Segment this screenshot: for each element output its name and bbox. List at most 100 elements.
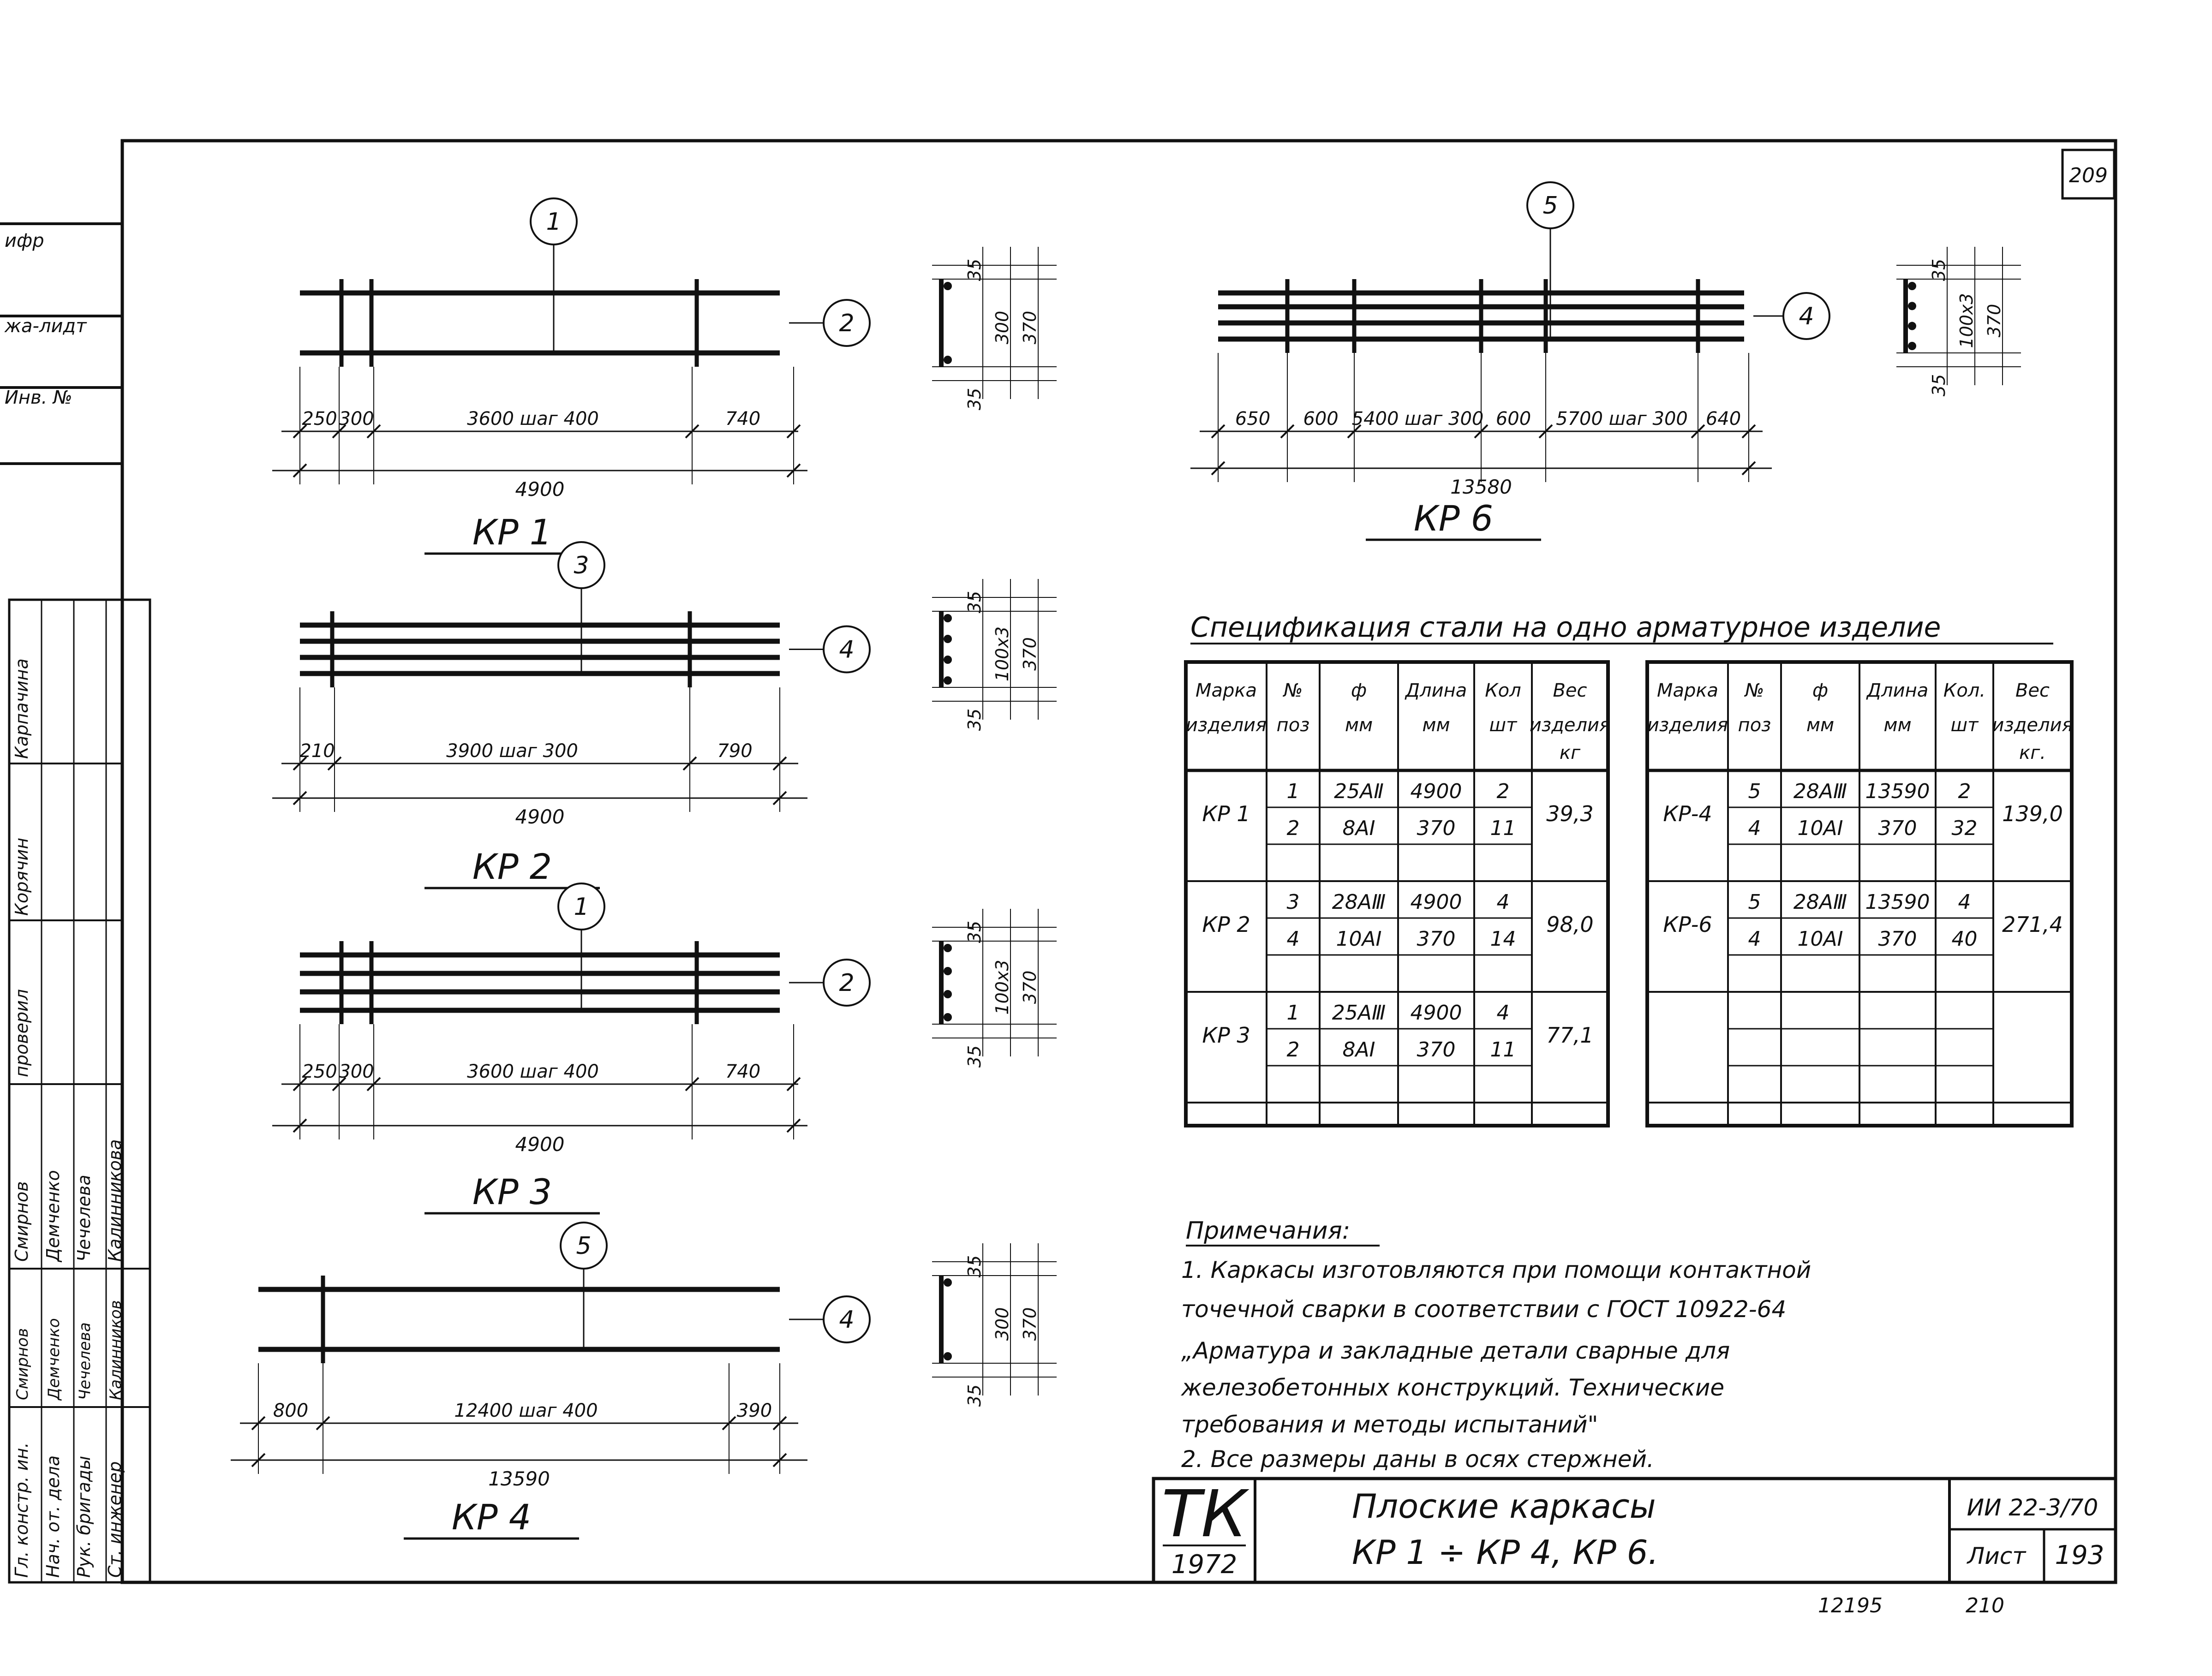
- spec-header: мм: [1883, 715, 1911, 736]
- spec-cell: 13590: [1865, 780, 1930, 803]
- spec-header: шт: [1489, 715, 1518, 736]
- dimension-total: 4900: [515, 1133, 565, 1156]
- pos-side-circle: [823, 1295, 871, 1343]
- spec-cell: 10АI: [1336, 927, 1381, 951]
- dimension-tick: [293, 1077, 307, 1091]
- pos-top-label: 5: [576, 1232, 591, 1260]
- section-dot: [944, 1278, 952, 1287]
- section-dot: [1908, 282, 1916, 290]
- spec-header: Марка: [1196, 680, 1257, 701]
- frame-label: КР 2: [472, 846, 552, 887]
- spec-cell: 1: [1287, 780, 1300, 803]
- spec-header: изделия: [1530, 715, 1610, 736]
- spec-header: мм: [1806, 715, 1834, 736]
- spec-title: Спецификация стали на одно арматурное из…: [1190, 611, 1941, 644]
- spec-cell: 370: [1417, 927, 1456, 951]
- spec-cell: 4: [1287, 927, 1300, 951]
- dimension-tick: [293, 424, 307, 439]
- title-label: Рук. бригады: [74, 1456, 94, 1578]
- dimension-text: 5400 шаг 300: [1352, 408, 1484, 429]
- pos-side-circle: [1782, 292, 1830, 340]
- pos-top-label: 1: [574, 893, 589, 921]
- dimension-text: 3600 шаг 400: [467, 408, 599, 429]
- dimension-text: 250: [302, 1061, 337, 1082]
- spec-mark: КР-6: [1663, 912, 1712, 937]
- dimension-tick: [1691, 424, 1705, 439]
- spec-weight: 98,0: [1546, 912, 1593, 937]
- spec-weight: 271,4: [2002, 912, 2063, 937]
- section-dot: [944, 967, 952, 975]
- dimension-tick: [786, 463, 801, 478]
- section-dim: 35: [964, 1255, 985, 1277]
- role-label: Карпачина: [12, 658, 32, 759]
- role-label: Корячин: [12, 838, 32, 916]
- signature: Демченко: [45, 1318, 63, 1401]
- spec-cell: 11: [1490, 1038, 1516, 1062]
- dimension-tick: [293, 1118, 307, 1133]
- section-dot: [1908, 322, 1916, 330]
- note-line: 2. Все размеры даны в осях стержней.: [1181, 1446, 1654, 1473]
- sheet-code-box: [2061, 149, 2116, 200]
- dimension-tick: [293, 791, 307, 805]
- spec-weight: 139,0: [2002, 801, 2063, 826]
- spec-cell: 4900: [1411, 780, 1462, 803]
- dimension-tick: [293, 756, 307, 771]
- note-line: 1. Каркасы изготовляются при помощи конт…: [1181, 1257, 1811, 1283]
- spec-cell: 25АⅡ: [1334, 780, 1384, 803]
- dimension-tick: [293, 463, 307, 478]
- spec-header: изделия: [1186, 715, 1267, 736]
- dimension-total: 4900: [515, 805, 565, 828]
- pos-top-circle: [1526, 181, 1574, 229]
- pos-top-circle: [557, 541, 605, 589]
- spec-header: Длина: [1405, 680, 1467, 701]
- dimension-text: 800: [273, 1400, 308, 1421]
- pos-side-circle: [823, 299, 871, 347]
- title-label: Ст. инженер: [105, 1461, 125, 1578]
- dimension-text: 600: [1303, 408, 1338, 429]
- dimension-tick: [786, 1077, 801, 1091]
- pos-top-label: 5: [1542, 192, 1558, 220]
- spec-cell: 28АⅢ: [1794, 780, 1847, 803]
- dimension-tick: [685, 424, 699, 439]
- dimension-tick: [1741, 424, 1756, 439]
- spec-cell: 40: [1952, 927, 1978, 951]
- section-dim: 35: [964, 388, 985, 410]
- dimension-tick: [772, 1416, 787, 1431]
- spec-cell: 5: [1748, 780, 1761, 803]
- spec-cell: 8АI: [1342, 1038, 1375, 1062]
- tb-title: Плоские каркасы: [1352, 1487, 1656, 1526]
- dimension-text: 600: [1496, 408, 1531, 429]
- spec-cell: 11: [1490, 817, 1516, 840]
- title-label: Нач. от. дела: [43, 1455, 63, 1578]
- tb-title: КР 1 ÷ КР 4, КР 6.: [1352, 1533, 1658, 1572]
- section-dot: [944, 635, 952, 643]
- pos-side-label: 4: [839, 1306, 854, 1334]
- frame-label: КР 6: [1414, 498, 1493, 539]
- dimension-total: 13580: [1450, 476, 1512, 498]
- section-dim: 35: [1929, 259, 1949, 281]
- tb-doc-code: ИИ 22-3/70: [1967, 1494, 2098, 1521]
- spec-cell: 5: [1748, 890, 1761, 914]
- spec-cell: 370: [1878, 817, 1917, 840]
- title-column: [8, 598, 151, 1584]
- note-line: точечной сварки в соответствии с ГОСТ 10…: [1181, 1296, 1786, 1323]
- dimension-text: 650: [1235, 408, 1270, 429]
- spec-weight: 77,1: [1546, 1023, 1593, 1048]
- dimension-text: 390: [737, 1400, 772, 1421]
- spec-header: поз: [1277, 715, 1310, 736]
- spec-header: Вес: [2015, 680, 2050, 701]
- signature: Калинников: [107, 1300, 125, 1400]
- section-dim: 370: [1020, 311, 1040, 345]
- spec-cell: 4900: [1411, 1001, 1462, 1025]
- spec-mark: КР-4: [1663, 801, 1712, 826]
- tb-org-year: 1972: [1172, 1550, 1238, 1580]
- dimension-tick: [1538, 424, 1553, 439]
- dimension-tick: [1347, 424, 1362, 439]
- tb-org: ТК: [1162, 1477, 1250, 1552]
- spec-cell: 2: [1287, 1038, 1300, 1062]
- section-dot: [1908, 302, 1916, 310]
- spec-header: кг.: [2019, 742, 2046, 763]
